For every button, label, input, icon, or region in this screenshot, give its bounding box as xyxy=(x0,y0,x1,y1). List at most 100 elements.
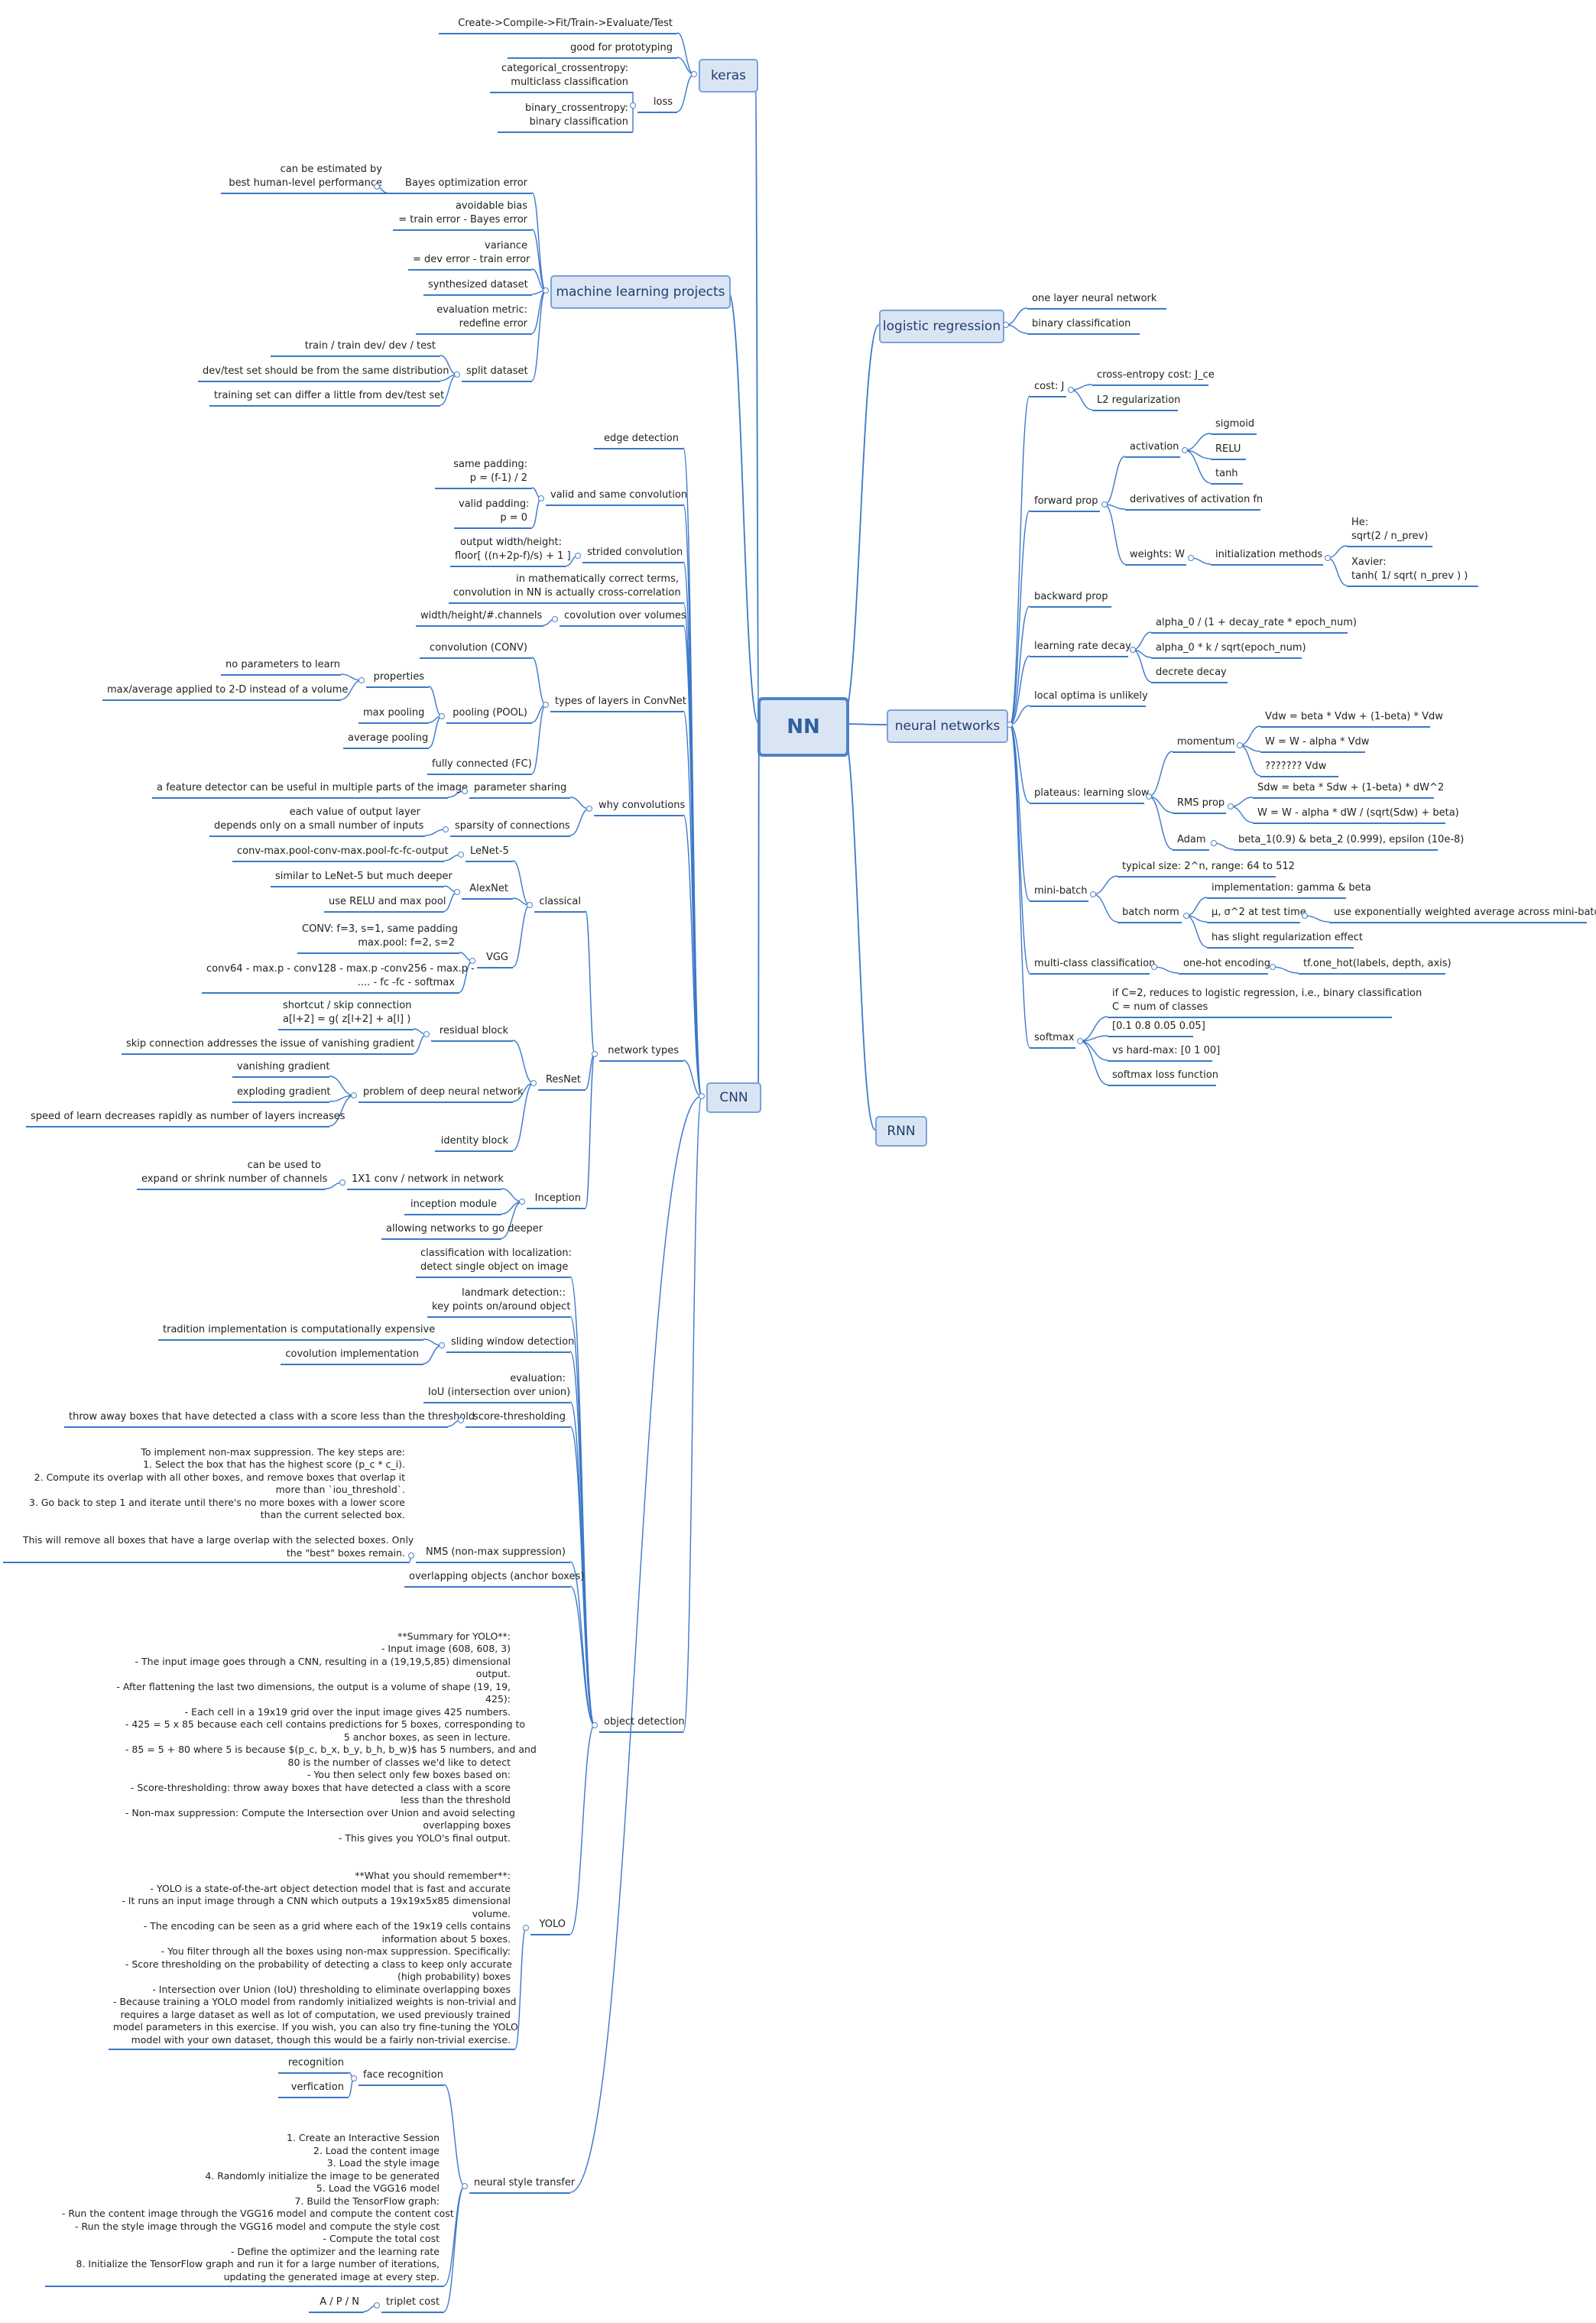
cnn-object-detection-nms-child-node[interactable]: To implement non-max suppression. The ke… xyxy=(22,1445,414,1559)
cnn-network-types-resnet-residual-items-1-node[interactable]: skip connection addresses the issue of v… xyxy=(126,1038,415,1050)
cnn-valid-same-items-1-node[interactable]: valid padding: p = 0 xyxy=(459,498,530,524)
cnn-object-detection-yolo-child-node[interactable]: **Summary for YOLO**: - Input image (608… xyxy=(113,1630,537,2046)
nn-multiclass-onehot-child-node[interactable]: tf.one_hot(labels, depth, axis) xyxy=(1303,958,1452,969)
collapse-toggle-icon[interactable] xyxy=(469,958,475,964)
nn-multiclass-label-node[interactable]: multi-class classification xyxy=(1034,958,1156,969)
cnn-object-detection-label-node[interactable]: object detection xyxy=(604,1716,685,1728)
collapse-toggle-icon[interactable] xyxy=(1007,722,1013,728)
cnn-network-types-resnet-problem-items-1-node[interactable]: exploding gradient xyxy=(237,1086,331,1098)
cnn-nst-triplet-child-node[interactable]: A / P / N xyxy=(320,2296,359,2308)
cnn-volumes-child-node[interactable]: width/height/#.channels xyxy=(420,610,543,621)
collapse-toggle-icon[interactable] xyxy=(527,902,533,908)
cnn-why-label-node[interactable]: why convolutions xyxy=(598,800,686,811)
rnn-branch[interactable]: RNN xyxy=(875,1116,927,1147)
ml-projects-split-items-1-node[interactable]: dev/test set should be from the same dis… xyxy=(203,365,449,377)
collapse-toggle-icon[interactable] xyxy=(374,2302,380,2308)
collapse-toggle-icon[interactable] xyxy=(374,183,380,190)
nn-forward-weights-init-label-node[interactable]: initialization methods xyxy=(1215,549,1323,560)
collapse-toggle-icon[interactable] xyxy=(586,806,592,812)
cnn-object-detection-sliding-label-node[interactable]: sliding window detection xyxy=(451,1336,575,1348)
collapse-toggle-icon[interactable] xyxy=(1182,447,1188,453)
cnn-why-param-label-node[interactable]: parameter sharing xyxy=(474,782,567,793)
keras-branch[interactable]: keras xyxy=(699,59,758,92)
cnn-object-detection-nms-label-node[interactable]: NMS (non-max suppression) xyxy=(426,1546,566,1558)
keras-items-0-node[interactable]: Create->Compile->Fit/Train->Evaluate/Tes… xyxy=(458,18,673,29)
collapse-toggle-icon[interactable] xyxy=(423,1031,430,1037)
collapse-toggle-icon[interactable] xyxy=(543,702,549,708)
cnn-network-types-resnet-identity-node[interactable]: identity block xyxy=(440,1135,508,1147)
collapse-toggle-icon[interactable] xyxy=(543,287,549,294)
collapse-toggle-icon[interactable] xyxy=(408,1552,414,1559)
collapse-toggle-icon[interactable] xyxy=(1211,840,1217,846)
collapse-toggle-icon[interactable] xyxy=(1188,555,1194,561)
cnn-network-types-inception-one-by-one-child-node[interactable]: can be used to expand or shrink number o… xyxy=(141,1160,328,1185)
nn-plateaus-adam-child-node[interactable]: beta_1(0.9) & beta_2 (0.999), epsilon (1… xyxy=(1238,834,1465,845)
collapse-toggle-icon[interactable] xyxy=(1237,742,1243,748)
nn-minibatch-batchnorm-reg-node[interactable]: has slight regularization effect xyxy=(1212,932,1363,943)
cnn-network-types-resnet-problem-items-0-node[interactable]: vanishing gradient xyxy=(237,1061,330,1072)
nn-backward-node[interactable]: backward prop xyxy=(1034,591,1108,602)
nn-softmax-items-3-node[interactable]: softmax loss function xyxy=(1112,1069,1218,1081)
collapse-toggle-icon[interactable] xyxy=(1302,913,1308,919)
nn-forward-activation-items-2-node[interactable]: tanh xyxy=(1215,468,1238,479)
collapse-toggle-icon[interactable] xyxy=(630,102,636,109)
cnn-network-types-classical-alexnet-items-0-node[interactable]: similar to LeNet-5 but much deeper xyxy=(275,871,453,882)
nn-plateaus-rms-items-1-node[interactable]: W = W - alpha * dW / (sqrt(Sdw) + beta) xyxy=(1257,807,1459,819)
ml-projects-items-0-node[interactable]: avoidable bias = train error - Bayes err… xyxy=(398,200,527,225)
cnn-network-types-inception-label-node[interactable]: Inception xyxy=(534,1192,581,1204)
collapse-toggle-icon[interactable] xyxy=(351,1092,357,1098)
cnn-nst-face-label-node[interactable]: face recognition xyxy=(363,2069,443,2081)
collapse-toggle-icon[interactable] xyxy=(592,1051,598,1057)
cnn-nst-triplet-label-node[interactable]: triplet cost xyxy=(386,2296,440,2308)
nn-cost-items-1-node[interactable]: L2 regularization xyxy=(1097,394,1181,406)
logistic-branch[interactable]: logistic regression xyxy=(879,310,1004,343)
nn-plateaus-momentum-items-1-node[interactable]: W = W - alpha * Vdw xyxy=(1265,736,1370,748)
ml-projects-bayes-label-node[interactable]: Bayes optimization error xyxy=(405,177,527,189)
nn-branch[interactable]: neural networks xyxy=(887,709,1008,743)
cnn-layer-types-pool-label-node[interactable]: pooling (POOL) xyxy=(453,707,527,719)
cnn-object-detection-landmark-node[interactable]: landmark detection:: key points on/aroun… xyxy=(432,1287,571,1312)
cnn-network-types-resnet-residual-items-0-node[interactable]: shortcut / skip connection a[l+2] = g( z… xyxy=(283,1000,412,1025)
cnn-layer-types-pool-props-items-0-node[interactable]: no parameters to learn xyxy=(225,659,340,670)
cnn-object-detection-yolo-label-node[interactable]: YOLO xyxy=(539,1919,566,1930)
collapse-toggle-icon[interactable] xyxy=(530,1080,537,1086)
nn-softmax-label-node[interactable]: softmax xyxy=(1034,1032,1075,1043)
cnn-network-types-inception-deeper-node[interactable]: allowing networks to go deeper xyxy=(386,1223,543,1234)
nn-cost-label-node[interactable]: cost: J xyxy=(1034,381,1065,392)
cnn-layer-types-fc-node[interactable]: fully connected (FC) xyxy=(432,758,532,770)
cnn-layer-types-pool-props-label-node[interactable]: properties xyxy=(373,671,424,683)
collapse-toggle-icon[interactable] xyxy=(439,1342,445,1348)
nn-plateaus-rms-items-0-node[interactable]: Sdw = beta * Sdw + (1-beta) * dW^2 xyxy=(1257,782,1445,793)
cnn-valid-same-items-0-node[interactable]: same padding: p = (f-1) / 2 xyxy=(453,459,527,484)
cnn-why-sparsity-label-node[interactable]: sparsity of connections xyxy=(455,820,570,832)
ml-projects-branch[interactable]: machine learning projects xyxy=(550,275,731,309)
nn-forward-weights-init-items-0-node[interactable]: He: sqrt(2 / n_prev) xyxy=(1351,517,1429,542)
logistic-items-0-node[interactable]: one layer neural network xyxy=(1032,293,1157,304)
ml-projects-items-1-node[interactable]: variance = dev error - train error xyxy=(413,240,530,265)
collapse-toggle-icon[interactable] xyxy=(1151,964,1157,970)
cnn-object-detection-anchor-node[interactable]: overlapping objects (anchor boxes) xyxy=(409,1571,585,1582)
collapse-toggle-icon[interactable] xyxy=(458,1417,464,1423)
root-node[interactable]: NN xyxy=(757,697,849,757)
nn-forward-activation-label-node[interactable]: activation xyxy=(1130,441,1179,453)
ml-projects-items-2-node[interactable]: synthesized dataset xyxy=(428,279,528,290)
ml-projects-bayes-child-node[interactable]: can be estimated by best human-level per… xyxy=(229,164,382,189)
collapse-toggle-icon[interactable] xyxy=(358,677,365,683)
cnn-strided-child-node[interactable]: output width/height: floor[ ((n+2p-f)/s)… xyxy=(455,537,571,562)
collapse-toggle-icon[interactable] xyxy=(523,1925,529,1931)
collapse-toggle-icon[interactable] xyxy=(351,2075,357,2081)
keras-loss-items-0-node[interactable]: categorical_crossentropy: multiclass cla… xyxy=(501,63,628,88)
cnn-network-types-resnet-label-node[interactable]: ResNet xyxy=(545,1074,581,1085)
collapse-toggle-icon[interactable] xyxy=(1068,387,1074,393)
collapse-toggle-icon[interactable] xyxy=(454,371,460,378)
cnn-layer-types-label-node[interactable]: types of layers in ConvNet xyxy=(555,696,686,707)
keras-loss-label-node[interactable]: loss xyxy=(653,96,673,108)
collapse-toggle-icon[interactable] xyxy=(339,1179,345,1186)
cnn-network-types-classical-vgg-label-node[interactable]: VGG xyxy=(485,952,508,963)
nn-softmax-items-1-node[interactable]: [0.1 0.8 0.05 0.05] xyxy=(1112,1020,1205,1032)
cnn-network-types-inception-one-by-one-label-node[interactable]: 1X1 conv / network in network xyxy=(352,1173,504,1185)
cnn-layer-types-pool-items-0-node[interactable]: max pooling xyxy=(363,707,425,719)
cnn-network-types-classical-lenet-child-node[interactable]: conv-max.pool-conv-max.pool-fc-fc-output xyxy=(237,845,449,857)
collapse-toggle-icon[interactable] xyxy=(552,616,558,622)
cnn-nst-label-node[interactable]: neural style transfer xyxy=(474,2177,576,2188)
